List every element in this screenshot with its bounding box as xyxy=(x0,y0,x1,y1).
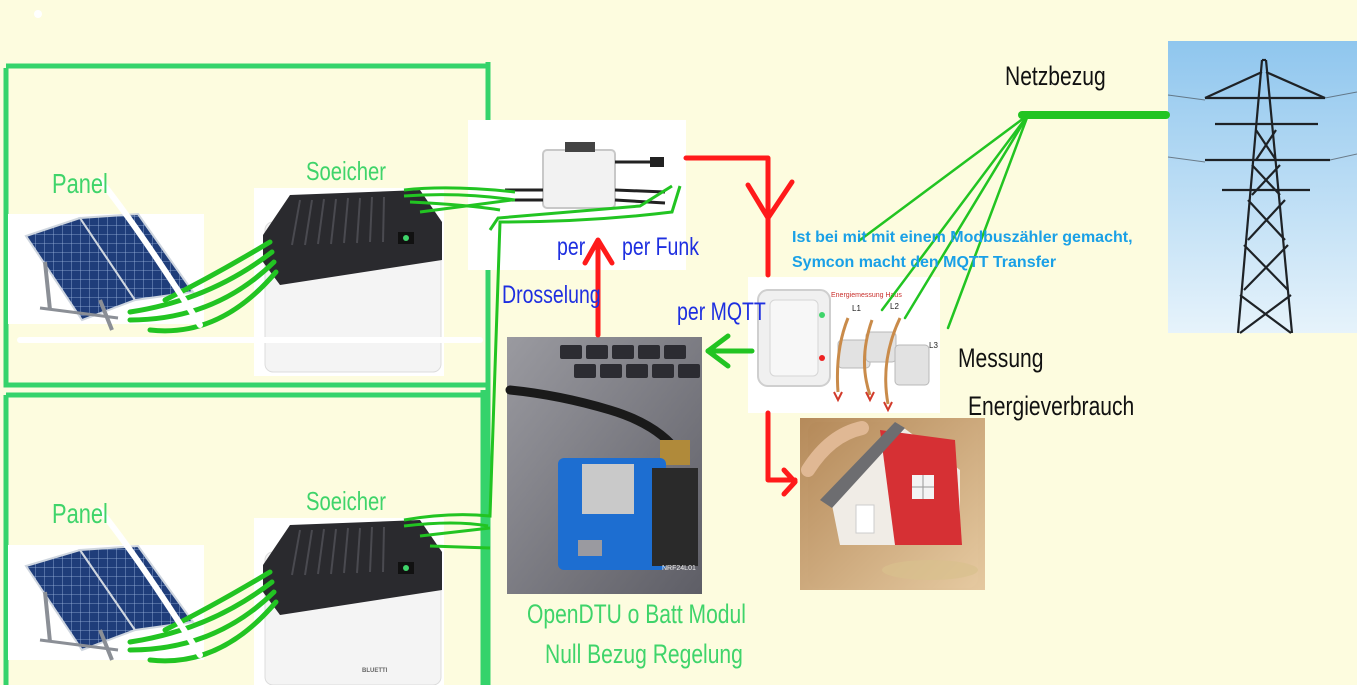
note-line-2: Symcon macht den MQTT Transfer xyxy=(792,254,1057,271)
solar-panel-bottom xyxy=(8,544,204,661)
grid-lines xyxy=(858,111,1170,330)
drosselung-label: Drosselung xyxy=(502,281,601,309)
power-pylon-photo xyxy=(1167,41,1357,334)
messung-label: Messung xyxy=(958,343,1044,373)
energy-meter-photo: Energiemessung Haus L1 L2 L3 xyxy=(748,277,940,413)
battery-bottom-brand: BLUETTI xyxy=(362,668,388,674)
per-funk-label: per Funk xyxy=(622,233,699,261)
opendtu-photo: NRF24L01 xyxy=(505,337,702,594)
dc-wires-top xyxy=(127,239,279,334)
meter-l3: L3 xyxy=(929,341,938,350)
battery-bottom: BLUETTI xyxy=(254,518,444,685)
opendtu-label: OpenDTU o Batt Modul xyxy=(527,599,746,629)
meter-l1: L1 xyxy=(852,304,861,313)
netzbezug-label: Netzbezug xyxy=(1005,61,1106,91)
meter-header: Energiemessung Haus xyxy=(831,292,902,299)
panel-highlight-lines xyxy=(17,177,483,658)
dc-wires-bottom xyxy=(127,569,279,664)
radio-module-label: NRF24L01 xyxy=(662,565,696,572)
dc-wires-to-inverter xyxy=(403,184,682,550)
per-mqtt-label: per MQTT xyxy=(677,298,766,326)
per-label: per xyxy=(557,233,586,261)
null-bezug-label: Null Bezug Regelung xyxy=(545,639,743,669)
microinverter xyxy=(468,120,686,270)
meter-l2: L2 xyxy=(890,302,899,311)
battery-top: BLUETTI xyxy=(254,188,444,376)
panel-label-bottom: Panel xyxy=(52,498,108,529)
speicher-label-bottom: Soeicher xyxy=(306,486,387,516)
panel-label-top: Panel xyxy=(52,168,108,199)
note-line-1: Ist bei mit mit einem Modbuszähler gemac… xyxy=(792,229,1133,246)
house-photo xyxy=(800,418,985,590)
solar-panel-top xyxy=(8,212,204,331)
energieverbrauch-label: Energieverbrauch xyxy=(968,391,1135,421)
speicher-label-top: Soeicher xyxy=(306,156,387,186)
mqtt-arrow xyxy=(705,333,755,369)
red-signal-lines xyxy=(582,155,798,497)
